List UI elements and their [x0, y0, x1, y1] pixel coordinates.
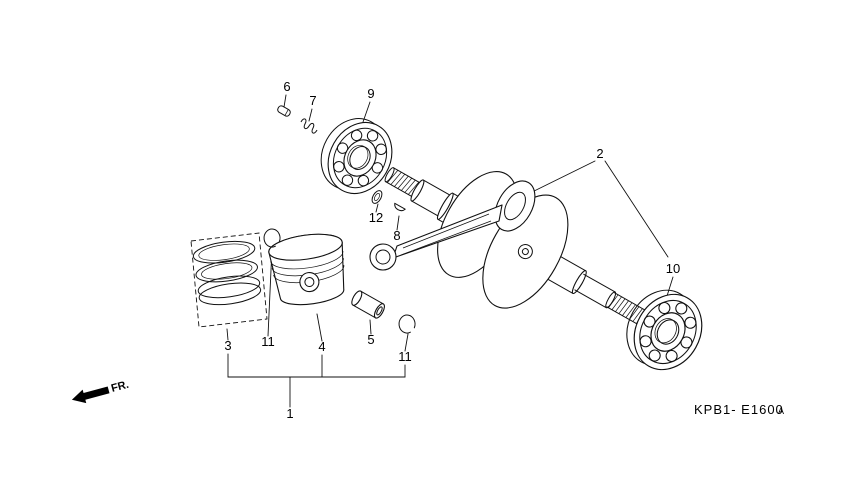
- part-label-1: 1: [286, 406, 293, 421]
- rod-small-end: [369, 243, 397, 271]
- ball-bearing-right: [613, 277, 716, 383]
- part-label-9: 9: [367, 86, 374, 101]
- part-label-7: 7: [309, 93, 316, 108]
- fr-arrow: FR.: [71, 379, 130, 404]
- spring: [300, 118, 318, 134]
- part-label-5: 5: [367, 332, 374, 347]
- assembly-bracket: [227, 353, 406, 408]
- circlip-left: [263, 228, 281, 248]
- rod-big-end: [494, 180, 536, 232]
- ring-set-box: [190, 232, 268, 328]
- part-label-12: 12: [369, 210, 383, 225]
- piston: [268, 233, 345, 306]
- washer-clip: [371, 190, 383, 204]
- woodruff-key: [394, 202, 406, 212]
- part-label-4: 4: [318, 339, 325, 354]
- catalog-code-text: KPB1- E1600: [694, 402, 784, 417]
- fr-arrow-label: FR.: [110, 379, 130, 395]
- crankshaft-left-journal: [384, 167, 464, 226]
- part-label-8: 8: [393, 228, 400, 243]
- circlip-right: [398, 314, 416, 334]
- part-label-11-right: 11: [398, 349, 412, 364]
- piston-crown: [268, 233, 343, 261]
- ball-bearing-left: [308, 106, 405, 206]
- connecting-rod: [369, 180, 536, 271]
- catalog-code: KPB1- E1600 A: [694, 402, 784, 417]
- piston-pin: [351, 290, 385, 319]
- piston-rings: [192, 240, 262, 306]
- piston-pin-hole: [299, 271, 320, 293]
- part-label-3: 3: [224, 338, 231, 353]
- fr-arrow-icon: [71, 386, 110, 404]
- catalog-code-suffix: A: [778, 406, 784, 416]
- dowel-pin: [277, 105, 291, 117]
- part-labels: 6 7 9 2 12 8 10 3 11 4 5 11 1: [224, 79, 680, 421]
- part-label-10: 10: [666, 261, 680, 276]
- part-label-6: 6: [283, 79, 290, 94]
- part-label-11-left: 11: [261, 334, 275, 349]
- part-label-2: 2: [596, 146, 603, 161]
